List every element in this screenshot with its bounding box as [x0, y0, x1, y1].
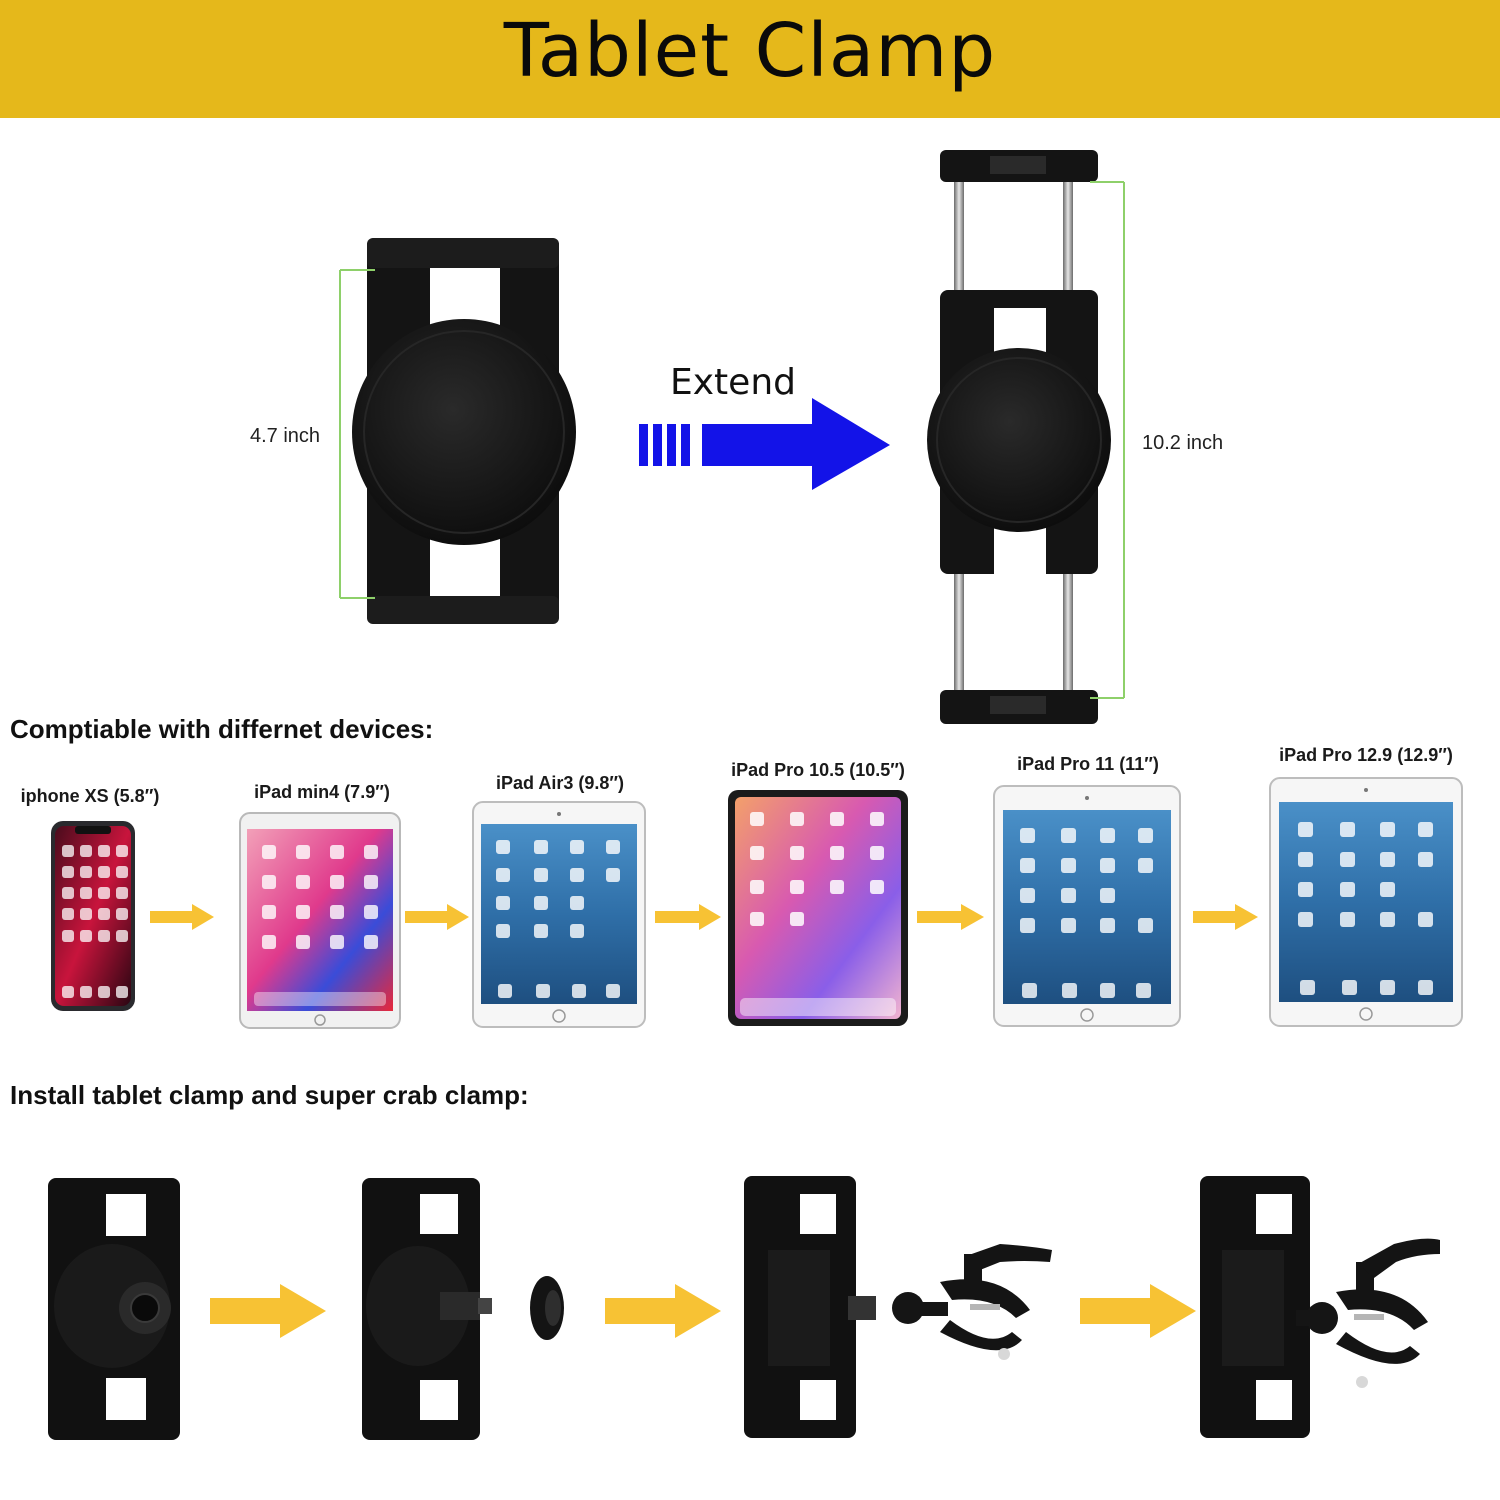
- device-label-ipad-pro-10-5: iPad Pro 10.5 (10.5″): [731, 760, 905, 780]
- header-bar: [0, 0, 1500, 118]
- device-ipad-pro-11-icon: [993, 785, 1181, 1027]
- device-arrow-icon-2: [405, 904, 469, 930]
- step-arrow-icon-3: [1080, 1284, 1196, 1338]
- clamp-screw-icon: [362, 1178, 492, 1440]
- compatibility-heading: Comptiable with differnet devices:: [10, 714, 434, 744]
- device-ipad-mini4-icon: [239, 812, 401, 1029]
- extend-label: Extend: [670, 362, 796, 403]
- extended-clamp-icon: [927, 150, 1111, 724]
- extended-measure-line: [1090, 181, 1125, 699]
- extend-arrow-icon: [639, 398, 890, 490]
- assembled-clamp-icon: [1200, 1176, 1440, 1438]
- collapsed-clamp-icon: [352, 238, 576, 624]
- install-heading: Install tablet clamp and super crab clam…: [10, 1080, 529, 1110]
- page-title: Tablet Clamp: [503, 8, 997, 94]
- device-ipad-pro-10-5-icon: [728, 790, 908, 1026]
- device-label-ipad-air3: iPad Air3 (9.8″): [496, 773, 624, 793]
- device-label-ipad-pro-11: iPad Pro 11 (11″): [1017, 754, 1159, 774]
- collapsed-measure-line: [339, 269, 375, 599]
- device-arrow-icon-4: [917, 904, 984, 930]
- device-label-ipad-mini4: iPad min4 (7.9″): [254, 782, 390, 802]
- device-arrows: [150, 904, 1258, 930]
- clamp-side-icon: [744, 1176, 876, 1438]
- device-ipad-air3-icon: [472, 801, 646, 1028]
- step-arrow-icon-1: [210, 1284, 326, 1338]
- clamp-front-icon: [48, 1178, 180, 1440]
- device-iphone-xs-icon: [51, 821, 135, 1011]
- device-arrow-icon-3: [655, 904, 721, 930]
- device-arrow-icon-5: [1193, 904, 1258, 930]
- extended-size-label: 10.2 inch: [1142, 432, 1224, 454]
- device-ipad-pro-12-9-icon: [1269, 777, 1463, 1027]
- device-label-ipad-pro-12-9: iPad Pro 12.9 (12.9″): [1279, 745, 1453, 765]
- device-arrow-icon-1: [150, 904, 214, 930]
- collapsed-size-label: 4.7 inch: [250, 425, 321, 447]
- step-arrow-icon-2: [605, 1284, 721, 1338]
- nut-icon: [530, 1276, 564, 1340]
- device-label-iphone-xs: iphone XS (5.8″): [20, 786, 160, 806]
- crab-clamp-icon: [892, 1244, 1052, 1360]
